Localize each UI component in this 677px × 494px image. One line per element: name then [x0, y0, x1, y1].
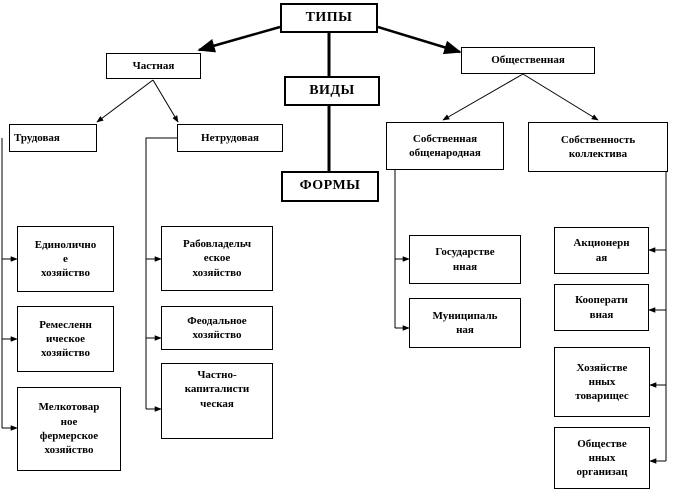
node-private: Частная [106, 53, 201, 79]
national-item-municipal: Муниципаль ная [409, 298, 521, 348]
collective-item-cooperative: Кооперати вная [554, 284, 649, 331]
nonlabor-item-capitalist: Частно- капиталисти ческая [161, 363, 273, 439]
arrow-types-to-private [197, 25, 281, 53]
arrow-private-to-labor [96, 79, 154, 123]
node-forms: ФОРМЫ [281, 171, 379, 202]
node-labor: Трудовая [9, 124, 97, 152]
arrow-public-to-national [442, 73, 524, 121]
node-collective: Собственность коллектива [528, 122, 668, 172]
collective-item-partnerships: Хозяйстве нных товарищес [554, 347, 650, 417]
arrow-types-to-public [377, 25, 462, 55]
collective-item-joint-stock: Акционерн ая [554, 227, 649, 274]
labor-item-craft: Ремесленн ическое хозяйство [17, 306, 114, 372]
node-public: Общественная [461, 47, 595, 74]
labor-item-sole: Единолично е хозяйство [17, 226, 114, 292]
node-types: ТИПЫ [280, 3, 378, 33]
collective-item-organizations: Обществе нных организац [554, 427, 650, 489]
labor-item-farm: Мелкотовар ное фермерское хозяйство [17, 387, 121, 471]
national-item-state: Государстве нная [409, 235, 521, 284]
nonlabor-item-slave: Рабовладельч еское хозяйство [161, 226, 273, 291]
nonlabor-item-feudal: Феодальное хозяйство [161, 306, 273, 350]
line-nonlabor-trunk [145, 137, 177, 409]
node-kinds: ВИДЫ [284, 76, 380, 106]
node-nonlabor: Нетрудовая [177, 124, 283, 152]
arrow-private-to-nonlabor [152, 79, 179, 123]
node-national: Собственная общенародная [386, 122, 504, 170]
arrow-public-to-collective [522, 73, 599, 121]
